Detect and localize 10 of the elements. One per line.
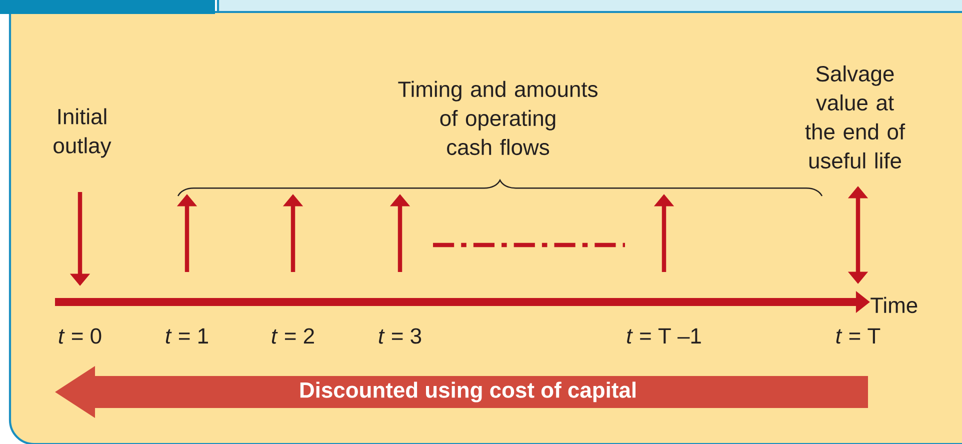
tick-label: t = 1 [166, 328, 208, 344]
tick-label: t = 3 [378, 328, 422, 344]
caption: Timing and amounts of operating cash flows [398, 80, 598, 156]
tick-label: t = T [836, 328, 880, 344]
tick-label: t = T –1 [627, 328, 701, 344]
caption: Salvage value at the end of useful life [805, 65, 906, 169]
tick-label: t = 2 [272, 328, 314, 344]
tick-label: t = 0 [58, 328, 102, 344]
axis-label: Time [870, 296, 918, 314]
caption: Initial outlay [54, 108, 112, 158]
